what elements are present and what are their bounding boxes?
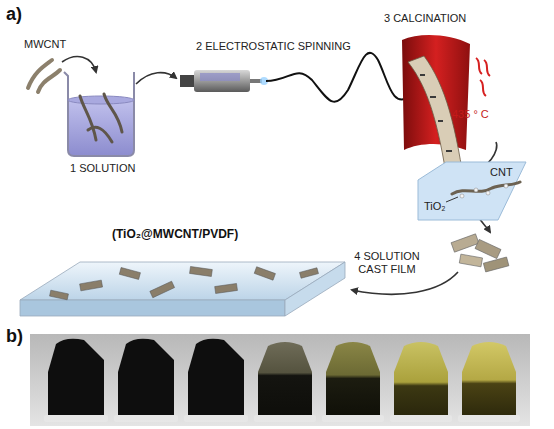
- step-label: 3 CALCINATION: [384, 12, 466, 25]
- process-arrow: [352, 272, 458, 294]
- vial-photo: [30, 334, 530, 426]
- step-label: 4 SOLUTION CAST FILM: [352, 250, 422, 275]
- temperature-label: 435 ° C: [452, 108, 489, 121]
- step-label: 2 ELECTROSTATIC SPINNING: [196, 40, 351, 53]
- beaker: [64, 72, 134, 156]
- material-label: MWCNT: [24, 38, 66, 51]
- step-label: 1 SOLUTION: [70, 162, 135, 175]
- film-pieces: [451, 234, 509, 272]
- material-label: (TiO₂@MWCNT/PVDF): [112, 228, 238, 242]
- fiber: [266, 53, 410, 102]
- process-arrow: [136, 73, 176, 84]
- panel-label: b): [6, 326, 23, 347]
- nanotube-icon: [28, 60, 60, 92]
- panel-label: a): [6, 4, 22, 25]
- syringe: [180, 70, 268, 92]
- component-label: CNT: [490, 166, 513, 178]
- inset-callout: CNT TiO₂: [416, 160, 528, 222]
- composite-film: [20, 262, 345, 316]
- process-arrow: [62, 57, 96, 72]
- component-label: TiO₂: [424, 200, 446, 212]
